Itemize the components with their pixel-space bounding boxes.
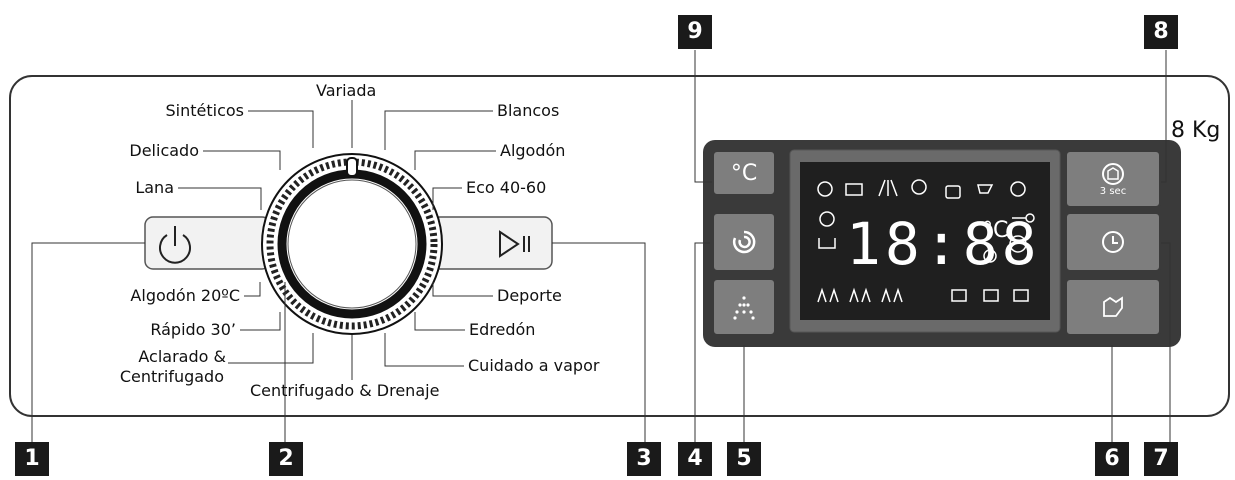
child-lock-icon <box>911 179 927 195</box>
program-cuidado-vapor: Cuidado a vapor <box>468 356 600 375</box>
lcd-icons <box>817 179 1035 303</box>
program-edredon: Edredón <box>469 320 536 339</box>
start-pause-icon <box>499 230 530 258</box>
delay-end-button[interactable] <box>1065 212 1161 272</box>
program-eco4060: Eco 40-60 <box>466 178 547 197</box>
soil-level3-icon <box>951 289 967 302</box>
rinse-plus3-icons <box>881 287 903 303</box>
dial-face <box>287 179 417 309</box>
power-button-bezel <box>144 216 271 270</box>
soak-icon <box>845 183 863 196</box>
steam-lock-button[interactable]: 3 sec <box>1065 150 1161 208</box>
callout-4: 4 <box>678 442 712 476</box>
callout-6: 6 <box>1095 442 1129 476</box>
delay-end-icon <box>1102 231 1124 253</box>
callout-9: 9 <box>678 15 712 49</box>
spin-icon <box>732 230 756 254</box>
rinse-icon <box>733 296 755 320</box>
program-algodon20: Algodón 20ºC <box>130 286 240 305</box>
callout-5: 5 <box>727 442 761 476</box>
rinse-icon <box>878 179 898 197</box>
grid-icon <box>819 211 835 227</box>
lcd-screen <box>800 162 1050 320</box>
callout-8: 8 <box>1144 15 1178 49</box>
lcd-temp-unit: °C <box>982 218 1009 243</box>
temperature-button[interactable]: °C <box>712 150 776 196</box>
capacity-label: 8 Kg <box>1171 118 1221 143</box>
program-sinteticos: Sintéticos <box>165 101 245 120</box>
callout-7: 7 <box>1144 442 1178 476</box>
drawer-icon <box>818 238 836 249</box>
program-centrifugado-drenaje: Centrifugado & Drenaje <box>250 381 440 400</box>
program-aclarado-line2: Centrifugado <box>119 367 224 386</box>
shirt-steam-icon <box>1010 181 1026 197</box>
rinse-button[interactable] <box>712 278 776 336</box>
lock-icon <box>945 185 961 199</box>
lcd-clock: 18:88 <box>846 210 1041 278</box>
program-rapido30: Rápido 30’ <box>150 320 236 339</box>
delay-end-icon <box>1009 235 1027 253</box>
program-algodon: Algodón <box>500 141 566 160</box>
callout-3: 3 <box>627 442 661 476</box>
lock-3sec-label: 3 sec <box>1099 185 1127 197</box>
program-lana: Lana <box>135 178 174 197</box>
key-ring-icon <box>1025 213 1035 223</box>
rinse-plus-icons <box>817 287 839 303</box>
soil-level2-icon <box>983 289 999 302</box>
dial-indicator <box>346 157 358 177</box>
soil-level-icon <box>1103 296 1123 317</box>
spin-small-icon <box>983 249 997 263</box>
program-blancos: Blancos <box>497 101 560 120</box>
rinse-plus2-icons <box>849 287 871 303</box>
soil-level1-icon <box>1013 289 1029 302</box>
prewash-icon <box>817 181 833 197</box>
tap-icon <box>977 184 994 194</box>
shirt-refresh-icon <box>1102 162 1124 185</box>
soil-level-button[interactable] <box>1065 278 1161 336</box>
program-deporte: Deporte <box>497 286 562 305</box>
start-button-bezel <box>431 216 553 270</box>
callout-2: 2 <box>269 442 303 476</box>
power-icon <box>159 226 191 264</box>
program-delicado: Delicado <box>129 141 199 160</box>
callout-1: 1 <box>15 442 49 476</box>
temperature-label: °C <box>730 160 758 186</box>
program-aclarado-line1: Aclarado & <box>138 347 226 366</box>
leader-lines <box>31 50 1171 442</box>
panel-outline <box>9 75 1230 417</box>
spin-button[interactable] <box>712 212 776 272</box>
program-variada: Variada <box>316 81 377 100</box>
